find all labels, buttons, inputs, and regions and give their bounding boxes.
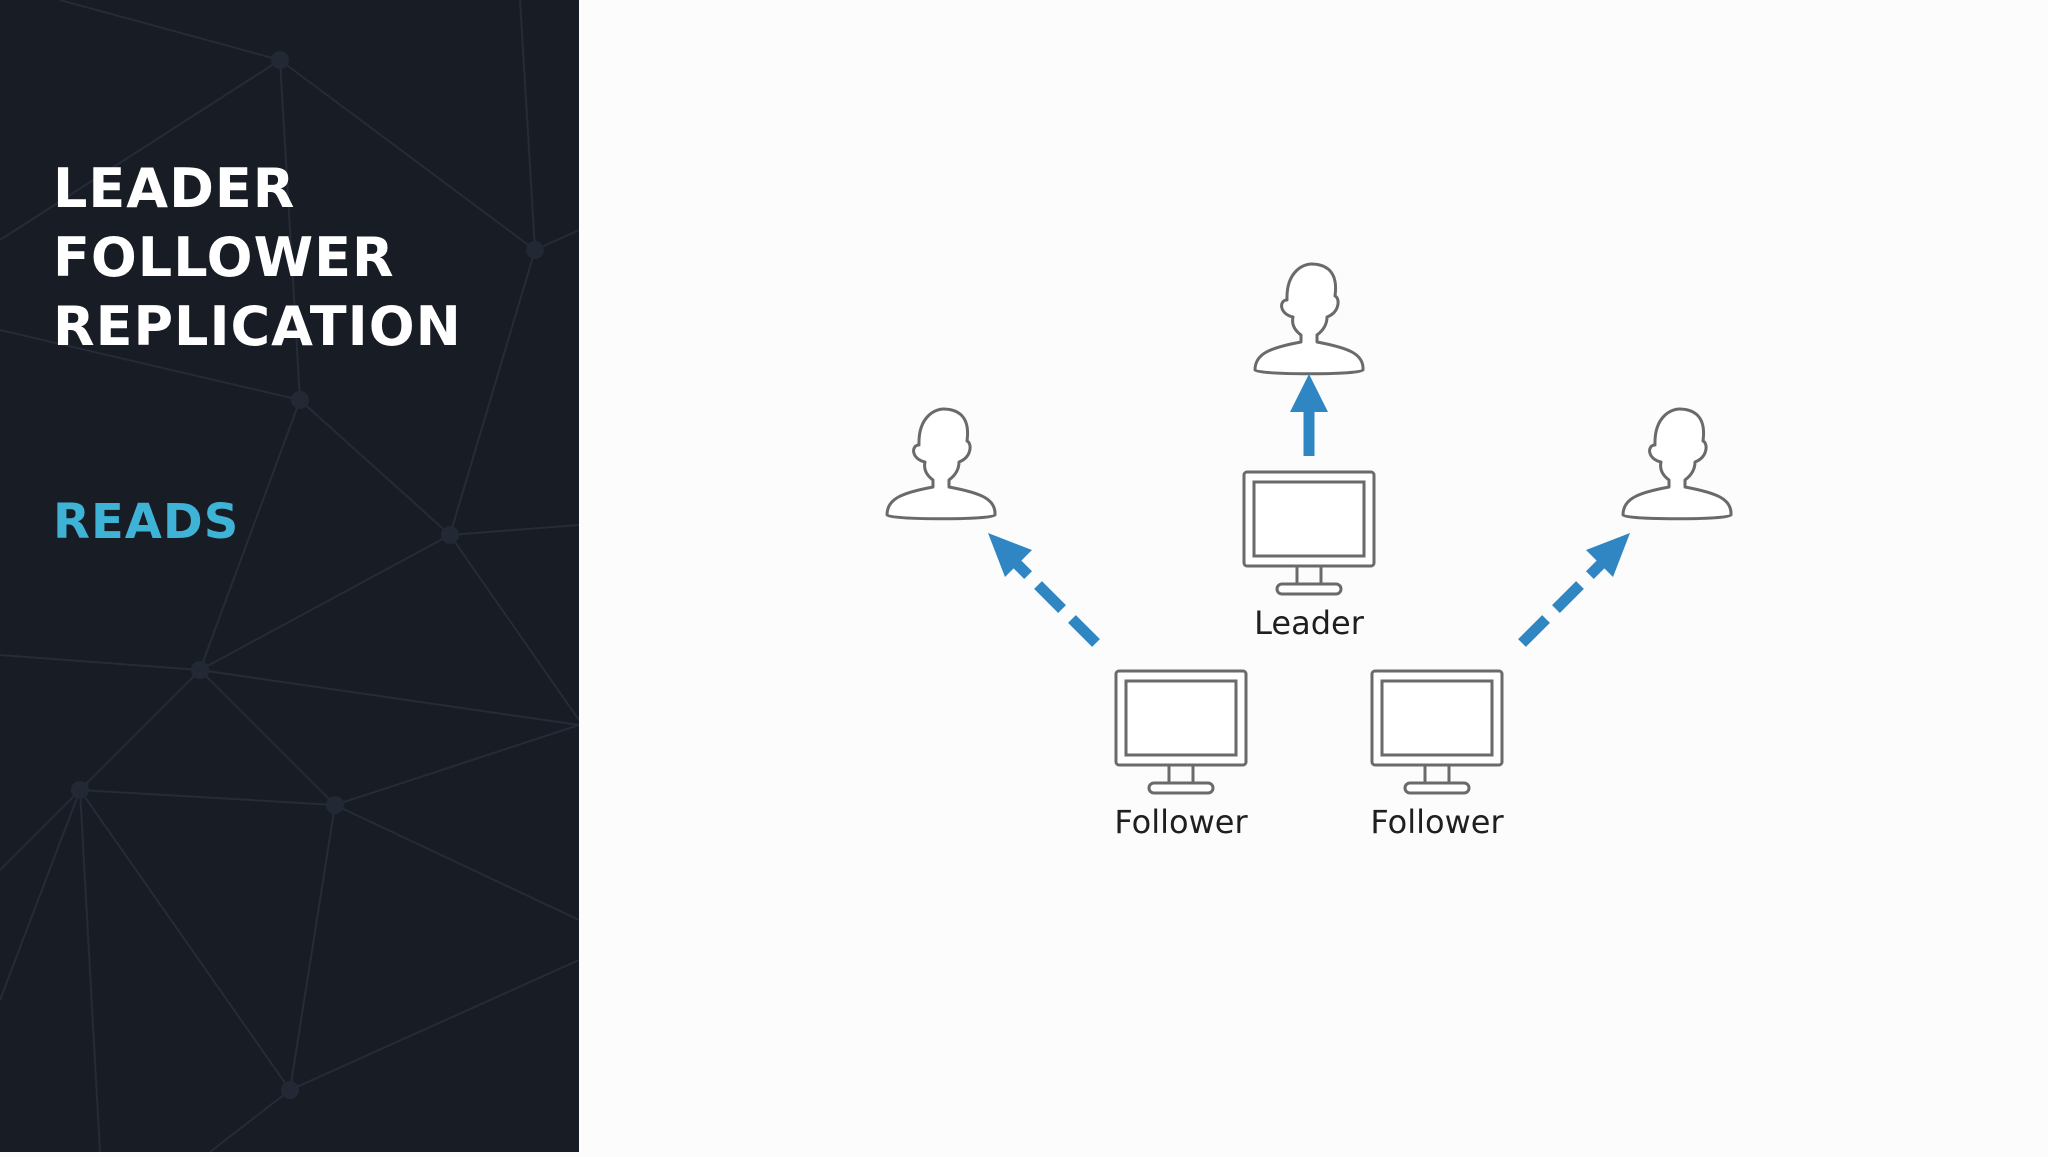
user-icon xyxy=(885,407,997,521)
diagram-canvas: Leader Follower Follower xyxy=(579,0,2048,1152)
network-background xyxy=(0,0,579,1152)
follower-monitor-icon xyxy=(1114,669,1248,795)
arrow-follower-to-user-left xyxy=(988,533,1100,647)
slide-title-line: LEADER xyxy=(53,157,296,220)
section-heading: READS xyxy=(53,494,240,550)
read-arrows xyxy=(988,374,1630,647)
follower-label-left: Follower xyxy=(1114,803,1248,841)
leader-monitor-icon xyxy=(1242,470,1376,596)
sidebar: LEADER FOLLOWER REPLICATION READS xyxy=(0,0,579,1152)
slide-title-line: FOLLOWER xyxy=(53,226,395,289)
arrow-follower-to-user-right xyxy=(1518,533,1630,647)
replication-diagram xyxy=(885,262,1733,795)
follower-monitor-icon xyxy=(1370,669,1504,795)
follower-label-right: Follower xyxy=(1370,803,1504,841)
user-icon xyxy=(1253,262,1365,376)
user-icon xyxy=(1621,407,1733,521)
arrow-leader-to-user xyxy=(1290,374,1328,456)
leader-label: Leader xyxy=(1254,604,1364,642)
slide-title: LEADER FOLLOWER REPLICATION xyxy=(53,154,462,361)
slide-title-line: REPLICATION xyxy=(53,295,462,358)
